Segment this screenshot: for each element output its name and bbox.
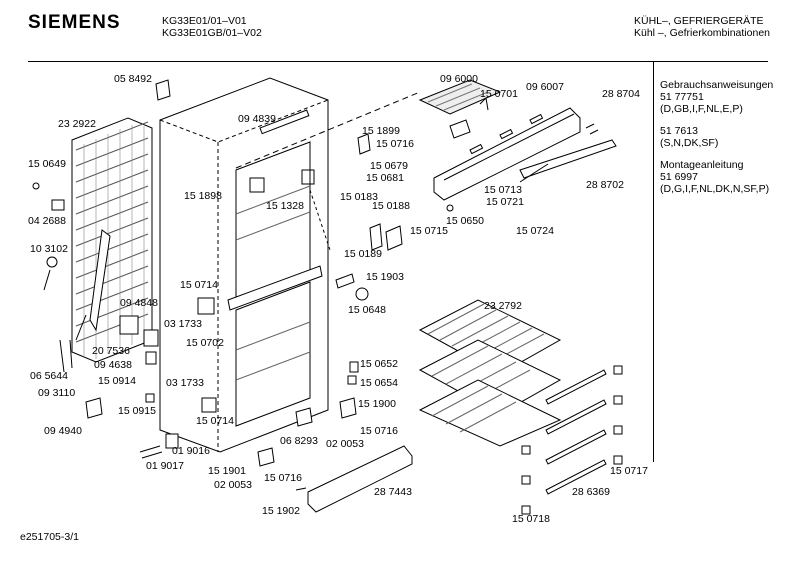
part-label: 05 8492 xyxy=(114,73,152,85)
category-subtitle: Kühl –, Gefrierkombinationen xyxy=(634,27,770,39)
manual-2-langs: (S,N,DK,SF) xyxy=(660,137,719,149)
part-label: 06 5644 xyxy=(30,370,68,382)
part-label: 23 2922 xyxy=(58,118,96,130)
part-label: 15 0702 xyxy=(186,337,224,349)
part-label: 03 1733 xyxy=(166,377,204,389)
part-label: 10 3102 xyxy=(30,243,68,255)
part-label: 15 0183 xyxy=(340,191,378,203)
part-label: 15 0717 xyxy=(610,465,648,477)
part-label: 04 2688 xyxy=(28,215,66,227)
manual-2-number: 51 7613 xyxy=(660,125,698,137)
part-label: 09 6007 xyxy=(526,81,564,93)
part-label: 15 0681 xyxy=(366,172,404,184)
part-label: 15 1899 xyxy=(362,125,400,137)
part-label: 09 6000 xyxy=(440,73,478,85)
part-label: 15 1328 xyxy=(266,200,304,212)
part-label: 09 4848 xyxy=(120,297,158,309)
rail-drawing xyxy=(519,139,617,179)
control-panel-drawing xyxy=(433,107,581,201)
freezer-baskets-drawing xyxy=(418,299,562,447)
install-title: Montageanleitung xyxy=(660,159,744,171)
part-label: 28 8704 xyxy=(602,88,640,100)
part-label: 15 0716 xyxy=(360,425,398,437)
manual-1-number: 51 77751 xyxy=(660,91,704,103)
manual-title: Gebrauchsanweisungen xyxy=(660,79,774,91)
part-label: 15 0679 xyxy=(370,160,408,172)
part-label: 06 8293 xyxy=(280,435,318,447)
part-label: 02 0053 xyxy=(326,438,364,450)
header-rule xyxy=(28,61,768,62)
part-label: 09 4940 xyxy=(44,425,82,437)
part-label: 02 0053 xyxy=(214,479,252,491)
part-number-labels: 05 8492 23 2922 15 0649 04 2688 10 3102 … xyxy=(28,73,648,525)
brand-logo: SIEMENS xyxy=(28,12,121,33)
part-label: 15 1900 xyxy=(358,398,396,410)
part-label: 09 4638 xyxy=(94,359,132,371)
part-label: 09 4839 xyxy=(238,113,276,125)
part-label: 15 1902 xyxy=(262,505,300,517)
condenser-coil-drawing xyxy=(71,117,153,363)
part-label: 15 0188 xyxy=(372,200,410,212)
part-label: 15 0715 xyxy=(410,225,448,237)
part-label: 01 9017 xyxy=(146,460,184,472)
document-id: e251705-3/1 xyxy=(20,531,79,543)
small-parts-drawing xyxy=(32,79,599,491)
side-info-divider xyxy=(653,62,769,462)
cabinet-body-drawing xyxy=(159,77,329,453)
part-label: 15 0716 xyxy=(376,138,414,150)
part-label: 15 0716 xyxy=(264,472,302,484)
part-label: 15 0718 xyxy=(512,513,550,525)
part-label: 15 1898 xyxy=(184,190,222,202)
plinth-drawing xyxy=(307,445,413,513)
model-number-1: KG33E01/01–V01 xyxy=(162,15,247,27)
part-label: 15 0701 xyxy=(480,88,518,100)
part-label: 15 0915 xyxy=(118,405,156,417)
part-label: 03 1733 xyxy=(164,318,202,330)
part-label: 20 7536 xyxy=(92,345,130,357)
part-label: 28 7443 xyxy=(374,486,412,498)
category-title: KÜHL–, GEFRIERGERÄTE xyxy=(634,15,764,27)
part-label: 15 0650 xyxy=(446,215,484,227)
part-label: 09 3110 xyxy=(38,387,75,399)
circuit-board-drawing xyxy=(418,79,502,115)
part-label: 23 2792 xyxy=(484,300,522,312)
part-label: 28 6369 xyxy=(572,486,610,498)
part-label: 15 0914 xyxy=(98,375,136,387)
part-label: 15 1901 xyxy=(208,465,246,477)
part-label: 01 9016 xyxy=(172,445,210,457)
part-label: 15 0724 xyxy=(516,225,554,237)
part-label: 15 1903 xyxy=(366,271,404,283)
part-label: 15 0714 xyxy=(180,279,218,291)
part-label: 15 0714 xyxy=(196,415,234,427)
install-langs: (D,G,I,F,NL,DK,N,SF,P) xyxy=(660,183,770,195)
part-label: 28 8702 xyxy=(586,179,624,191)
install-number: 51 6997 xyxy=(660,171,698,183)
part-label: 15 0649 xyxy=(28,158,66,170)
part-label: 15 0189 xyxy=(344,248,382,260)
part-label: 15 0654 xyxy=(360,377,398,389)
model-number-2: KG33E01GB/01–V02 xyxy=(162,27,262,39)
part-label: 15 0721 xyxy=(486,196,524,208)
part-label: 15 0713 xyxy=(484,184,522,196)
shelf-rails-drawing xyxy=(521,365,623,515)
manual-1-langs: (D,GB,I,F,NL,E,P) xyxy=(660,103,743,115)
part-label: 15 0652 xyxy=(360,358,398,370)
part-label: 15 0648 xyxy=(348,304,386,316)
